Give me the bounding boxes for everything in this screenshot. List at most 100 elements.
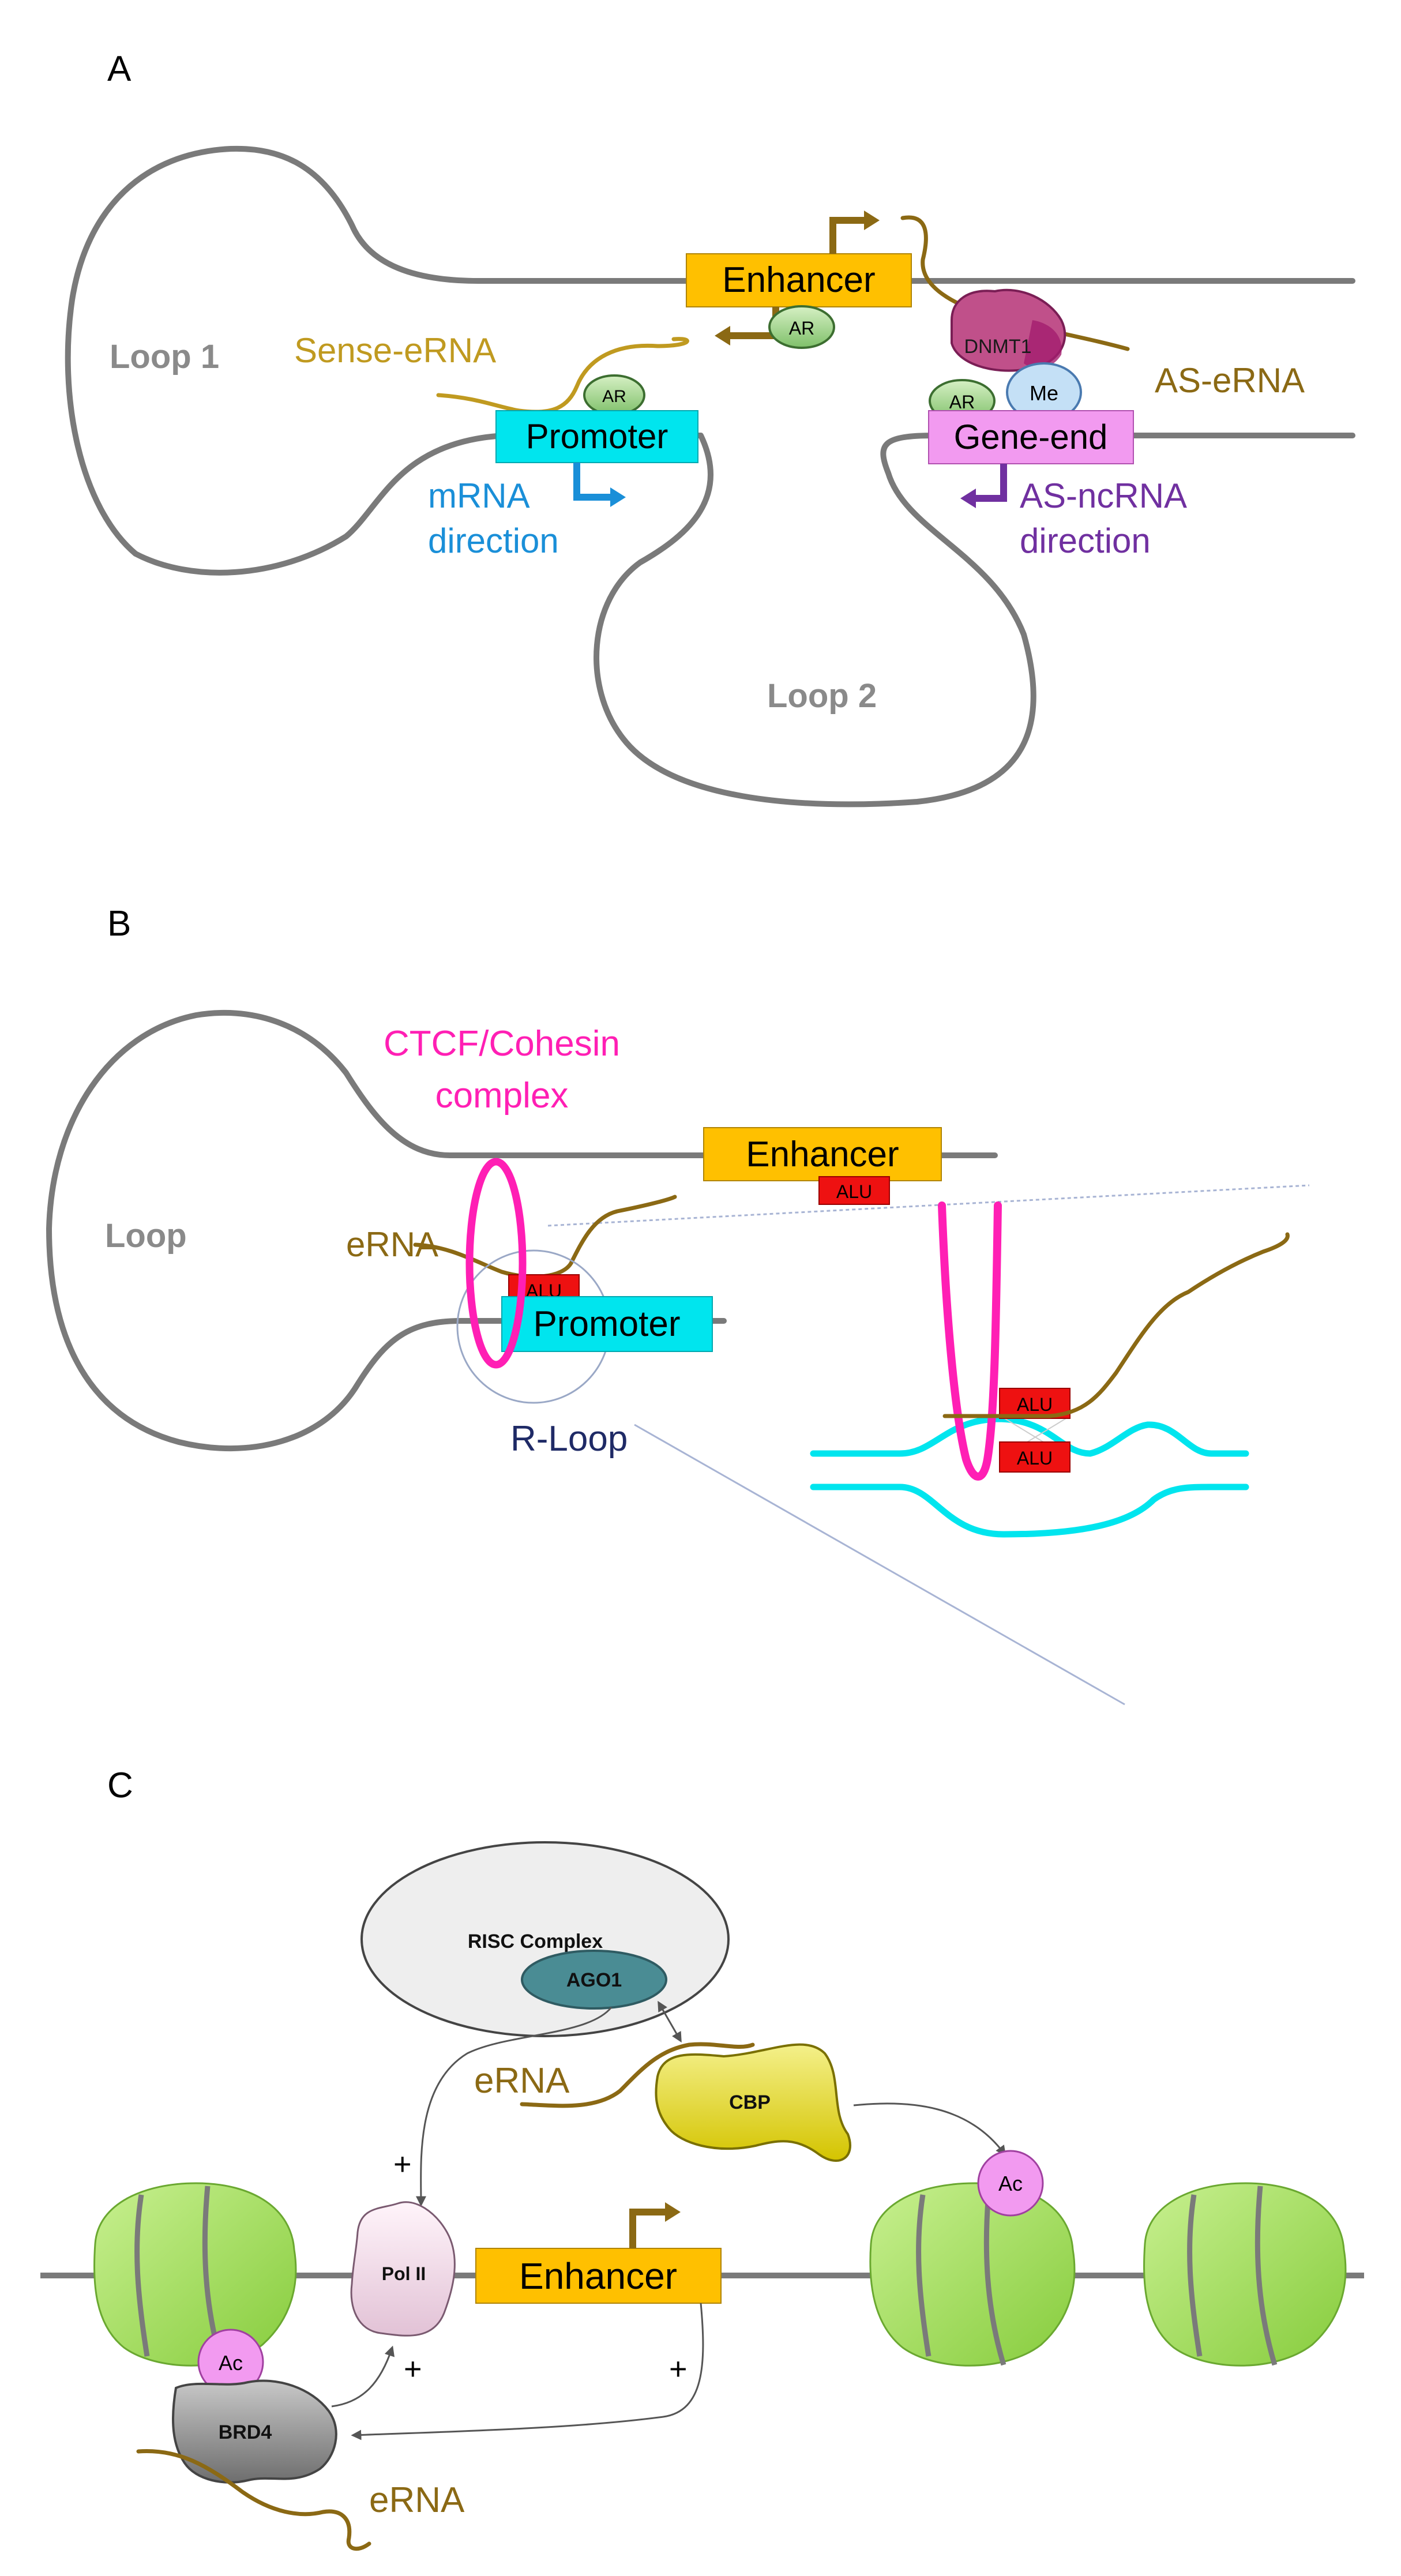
nucleosome-middle — [869, 2182, 1076, 2367]
as-ncrna-direction-arrow — [975, 464, 1007, 502]
zoom-guide-line-bottom — [634, 1424, 1125, 1706]
erna-strand-c-top — [520, 2042, 755, 2108]
nucleosome-left — [93, 2182, 297, 2367]
loop-1-outline — [65, 145, 1355, 576]
arrow-cbp-to-ac — [853, 2102, 1006, 2156]
cbp-label: CBP — [729, 2091, 771, 2113]
svg-text:AR: AR — [602, 387, 626, 406]
promoter-box-a: Promoter — [495, 410, 698, 463]
svg-text:ALU: ALU — [836, 1181, 872, 1202]
risc-label: RISC Complex — [468, 1931, 603, 1952]
arrow-ago1-to-pol2 — [415, 2007, 613, 2207]
enhancer-forward-arrow-a — [829, 217, 865, 254]
loop-label-b: Loop — [105, 1217, 187, 1255]
svg-text:ALU: ALU — [1017, 1394, 1053, 1415]
risc-complex: RISC Complex — [360, 1841, 730, 2037]
dna-strand-lower-inset — [810, 1484, 1249, 1538]
loop-2-label: Loop 2 — [767, 677, 877, 715]
zoom-guide-line-top — [547, 1184, 1310, 1227]
erna-label-c-bottom: eRNA — [369, 2480, 465, 2520]
ctcf-loop-inset — [938, 1201, 1002, 1481]
enhancer-box-a: Enhancer — [686, 253, 912, 307]
mrna-direction-label-1: mRNA — [428, 476, 530, 515]
nucleosome-right — [1143, 2182, 1347, 2367]
erna-strand-c-bottom — [136, 2449, 371, 2551]
plus-sign-brd4: + — [404, 2352, 422, 2386]
as-ncrna-label-2: direction — [1020, 521, 1151, 560]
enhancer-forward-arrow-c — [629, 2209, 666, 2248]
acetyl-mark-brd4: Ac — [197, 2329, 264, 2395]
panel-b: B Loop CTCF/Cohesin complex Enhancer ALU… — [46, 904, 1310, 1706]
mrna-direction-arrowhead — [610, 487, 626, 507]
panel-a-dna-loops — [65, 145, 1355, 808]
brd4-protein: BRD4 — [172, 2379, 337, 2484]
mrna-direction-arrow — [573, 463, 611, 501]
alu-box-enhancer: ALU — [818, 1176, 890, 1205]
svg-text:AR: AR — [949, 392, 975, 412]
erna-label-b: eRNA — [346, 1225, 438, 1264]
acetyl-mark-nucleosome: Ac — [977, 2150, 1044, 2217]
loop-2-outline — [502, 433, 1355, 808]
promoter-label-b: Promoter — [534, 1304, 681, 1344]
panel-c-letter: C — [107, 1766, 133, 1805]
enhancer-box-b: Enhancer — [703, 1127, 942, 1181]
panel-b-letter: B — [107, 904, 131, 944]
ar-protein-promoter: AR — [583, 374, 645, 416]
as-ncrna-label-1: AS-ncRNA — [1020, 476, 1187, 515]
loop-outline-b — [46, 1009, 998, 1452]
erna-strand-inset — [942, 1232, 1290, 1418]
dnmt1-label: DNMT1 — [964, 336, 1031, 358]
enhancer-label-a: Enhancer — [722, 260, 875, 300]
alu-box-inset-lower: ALU — [999, 1441, 1071, 1473]
gene-end-label: Gene-end — [954, 418, 1108, 456]
loop-1-label: Loop 1 — [110, 338, 219, 375]
alu-box-inset-upper: ALU — [999, 1388, 1071, 1419]
mrna-direction-label-2: direction — [428, 521, 559, 560]
arrow-enhancer-to-brd4 — [351, 2303, 704, 2440]
erna-strand-b — [413, 1195, 677, 1279]
as-ncrna-direction-arrowhead — [960, 489, 976, 508]
dna-strand-upper-inset — [810, 1415, 1249, 1457]
enhancer-label-c: Enhancer — [519, 2255, 677, 2297]
enhancer-reverse-arrow-a — [729, 307, 779, 339]
as-erna-label: AS-eRNA — [1155, 361, 1305, 400]
enhancer-label-b: Enhancer — [746, 1135, 899, 1174]
panel-b-dna-loop — [46, 1009, 998, 1452]
ago1-protein: AGO1 — [521, 1950, 667, 2010]
sense-erna-strand — [436, 337, 689, 414]
rloop-zoom-inset: ALU ALU — [810, 1201, 1290, 1538]
pol2-label: Pol II — [382, 2263, 426, 2284]
enhancer-forward-arrowhead-a — [864, 211, 880, 230]
ctcf-label-2: complex — [435, 1076, 569, 1116]
svg-text:Ac: Ac — [998, 2172, 1023, 2195]
ctcf-label-1: CTCF/Cohesin — [384, 1024, 620, 1064]
ar-protein-enhancer: AR — [768, 305, 835, 349]
panel-c: C RISC Complex AGO1 eRNA CBP — [40, 1766, 1364, 2551]
ctcf-cohesin-ring — [465, 1158, 527, 1369]
rloop-label: R-Loop — [510, 1419, 628, 1459]
svg-text:Ac: Ac — [219, 2351, 243, 2375]
cbp-protein: CBP — [655, 2043, 851, 2162]
arrow-ago1-cbp-bidirectional — [658, 2000, 682, 2043]
panel-a-letter: A — [107, 49, 132, 89]
plus-sign-enhancer: + — [669, 2352, 688, 2386]
sense-erna-label: Sense-eRNA — [294, 331, 496, 370]
gene-end-box: Gene-end — [928, 410, 1134, 464]
arrow-brd4-to-pol2 — [331, 2345, 395, 2408]
svg-text:AR: AR — [789, 318, 814, 339]
svg-text:ALU: ALU — [1017, 1448, 1053, 1469]
dnmt1-protein: DNMT1 — [951, 288, 1066, 372]
promoter-box-b: Promoter — [501, 1296, 713, 1352]
erna-label-c-top: eRNA — [474, 2061, 570, 2101]
enhancer-forward-arrowhead-c — [665, 2202, 681, 2222]
svg-text:Me: Me — [1030, 381, 1058, 405]
brd4-label: BRD4 — [219, 2421, 272, 2443]
plus-sign-ago1: + — [393, 2147, 412, 2181]
ago1-label: AGO1 — [566, 1969, 622, 1991]
enhancer-box-c: Enhancer — [475, 2248, 722, 2304]
pol2-protein: Pol II — [350, 2201, 456, 2337]
promoter-label-a: Promoter — [526, 417, 668, 456]
panel-a: A Loop 1 Loop 2 Sense-eRNA AS-eRNA Enhan… — [65, 49, 1355, 808]
enhancer-reverse-arrowhead-a — [715, 326, 730, 346]
